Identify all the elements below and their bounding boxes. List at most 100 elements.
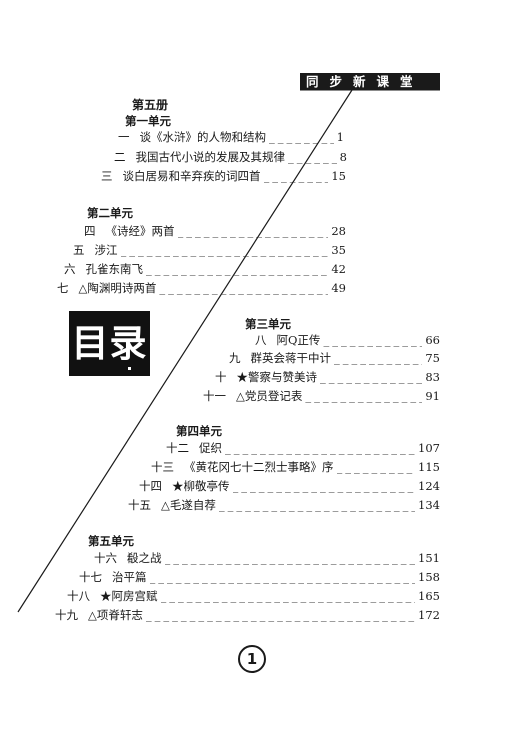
entry-title: 谈《水浒》的人物和结构 bbox=[139, 130, 267, 144]
toc-entry[interactable]: 五 涉江 ___________________________________… bbox=[73, 243, 346, 257]
unit-title: 第四单元 bbox=[176, 424, 222, 438]
entry-title: ★柳敬亭传 bbox=[172, 479, 230, 493]
toc-entry[interactable]: 二 我国古代小说的发展及其规律 _____________________ 8 bbox=[114, 150, 347, 164]
toc-entry[interactable]: 十七 治平篇 _________________________________… bbox=[79, 570, 440, 584]
toc-entry[interactable]: 十五 △毛遂自荐 _______________________________… bbox=[128, 498, 440, 512]
entry-title: △项脊轩志 bbox=[88, 608, 143, 622]
toc-entry[interactable]: 七 △陶渊明诗两首 ______________________________… bbox=[57, 281, 346, 295]
entry-page: 115 bbox=[418, 460, 440, 474]
entry-number: 十五 bbox=[128, 498, 151, 512]
entry-page: 134 bbox=[418, 498, 440, 512]
toc-entry[interactable]: 十六 殽之战 _________________________________… bbox=[94, 551, 440, 565]
entry-title: 孔雀东南飞 bbox=[85, 262, 144, 276]
entry-page: 151 bbox=[418, 551, 440, 565]
toc-entry[interactable]: 四 《诗经》两首 _______________________________… bbox=[84, 224, 346, 238]
entry-number: 九 bbox=[229, 351, 241, 365]
entry-page: 35 bbox=[331, 243, 346, 257]
entry-title: 《诗经》两首 bbox=[105, 224, 175, 238]
page-number: 1 bbox=[238, 645, 266, 673]
leader-dots: _____________________________________ bbox=[146, 262, 328, 276]
toc-entry[interactable]: 十九 △项脊轩志 _______________________________… bbox=[55, 608, 440, 622]
entry-number: 十八 bbox=[67, 589, 90, 603]
entry-page: 83 bbox=[425, 370, 440, 384]
decorative-dot bbox=[128, 367, 131, 370]
leader-dots: _____________________________________ bbox=[159, 281, 328, 295]
leader-dots: ________________________________________ bbox=[160, 589, 416, 603]
entry-number: 七 bbox=[57, 281, 69, 295]
toc-entry[interactable]: 八 阿Q正传 _______________________ 66 bbox=[255, 333, 440, 347]
leader-dots: _______________________ bbox=[305, 389, 422, 403]
entry-number: 一 bbox=[118, 130, 130, 144]
leader-dots: ________________________________________ bbox=[164, 551, 416, 565]
entry-title: △党员登记表 bbox=[236, 389, 303, 403]
entry-title: ★阿房宫赋 bbox=[100, 589, 158, 603]
unit-title: 第五单元 bbox=[88, 534, 134, 548]
entry-title: 涉江 bbox=[94, 243, 118, 257]
leader-dots: ________________________________________ bbox=[149, 570, 416, 584]
entry-page: 75 bbox=[425, 351, 440, 365]
leader-dots: _________________________________ bbox=[218, 498, 415, 512]
unit-title: 第一单元 bbox=[125, 114, 171, 128]
book-title: 第五册 bbox=[132, 98, 169, 112]
entry-page: 15 bbox=[331, 169, 346, 183]
entry-number: 十四 bbox=[139, 479, 162, 493]
entry-title: 《黄花冈七十二烈士事略》序 bbox=[184, 460, 334, 474]
entry-title: 促织 bbox=[199, 441, 222, 455]
toc-entry[interactable]: 十一 △党员登记表 _______________________ 91 bbox=[203, 389, 440, 403]
entry-number: 六 bbox=[64, 262, 76, 276]
entry-page: 42 bbox=[331, 262, 346, 276]
entry-title: △陶渊明诗两首 bbox=[78, 281, 157, 295]
entry-page: 1 bbox=[336, 130, 344, 144]
leader-dots: _______________________ bbox=[323, 333, 422, 347]
toc-side-label: 目录 bbox=[69, 311, 150, 376]
toc-entry[interactable]: 十八 ★阿房宫赋 _______________________________… bbox=[67, 589, 440, 603]
unit-title: 第三单元 bbox=[245, 317, 291, 331]
entry-number: 十六 bbox=[94, 551, 117, 565]
leader-dots: _______________________ bbox=[334, 351, 423, 365]
entry-number: 十九 bbox=[55, 608, 78, 622]
entry-page: 107 bbox=[418, 441, 440, 455]
entry-title: 我国古代小说的发展及其规律 bbox=[135, 150, 286, 164]
entry-number: 十七 bbox=[79, 570, 102, 584]
toc-entry[interactable]: 十四 ★柳敬亭传 _______________________________… bbox=[139, 479, 440, 493]
entry-page: 49 bbox=[331, 281, 346, 295]
entry-number: 三 bbox=[101, 169, 113, 183]
leader-dots: _____________________ bbox=[288, 150, 337, 164]
toc-entry[interactable]: 十 ★警察与赞美诗 _______________________ 83 bbox=[215, 370, 440, 384]
leader-dots: _________________________________ bbox=[225, 441, 415, 455]
toc-entry[interactable]: 三 谈白居易和辛弃疾的词四首 _____________________ 15 bbox=[101, 169, 346, 183]
leader-dots: _______________________ bbox=[320, 370, 422, 384]
leader-dots: _____________________________________ bbox=[120, 243, 329, 257]
entry-title: 群英会蒋干中计 bbox=[250, 351, 332, 365]
entry-number: 十一 bbox=[203, 389, 226, 403]
header-title-bar: 同步新课堂 bbox=[300, 73, 440, 90]
entry-number: 十 bbox=[215, 370, 227, 384]
leader-dots: _____________________ bbox=[269, 130, 334, 144]
entry-number: 四 bbox=[84, 224, 96, 238]
entry-title: △毛遂自荐 bbox=[161, 498, 216, 512]
toc-entry[interactable]: 六 孔雀东南飞 ________________________________… bbox=[64, 262, 346, 276]
entry-page: 172 bbox=[418, 608, 440, 622]
entry-page: 124 bbox=[418, 479, 440, 493]
toc-entry[interactable]: 十三 《黄花冈七十二烈士事略》序 _______________________… bbox=[151, 460, 440, 474]
unit-title: 第二单元 bbox=[87, 206, 133, 220]
toc-entry[interactable]: 九 群英会蒋干中计 _______________________ 75 bbox=[229, 351, 440, 365]
entry-number: 五 bbox=[73, 243, 85, 257]
entry-page: 8 bbox=[339, 150, 347, 164]
entry-number: 八 bbox=[255, 333, 267, 347]
leader-dots: _________________________________ bbox=[177, 224, 329, 238]
toc-entry[interactable]: 十二 促织 _________________________________ … bbox=[166, 441, 440, 455]
entry-title: 治平篇 bbox=[112, 570, 147, 584]
entry-page: 158 bbox=[418, 570, 440, 584]
entry-number: 十三 bbox=[151, 460, 174, 474]
leader-dots: ________________________________________ bbox=[145, 608, 415, 622]
entry-number: 二 bbox=[114, 150, 126, 164]
entry-page: 28 bbox=[331, 224, 346, 238]
entry-number: 十二 bbox=[166, 441, 189, 455]
entry-title: 谈白居易和辛弃疾的词四首 bbox=[122, 169, 261, 183]
entry-title: 殽之战 bbox=[127, 551, 162, 565]
toc-entry[interactable]: 一 谈《水浒》的人物和结构 _____________________ 1 bbox=[118, 130, 344, 144]
entry-page: 66 bbox=[425, 333, 440, 347]
leader-dots: _________________________________ bbox=[336, 460, 416, 474]
